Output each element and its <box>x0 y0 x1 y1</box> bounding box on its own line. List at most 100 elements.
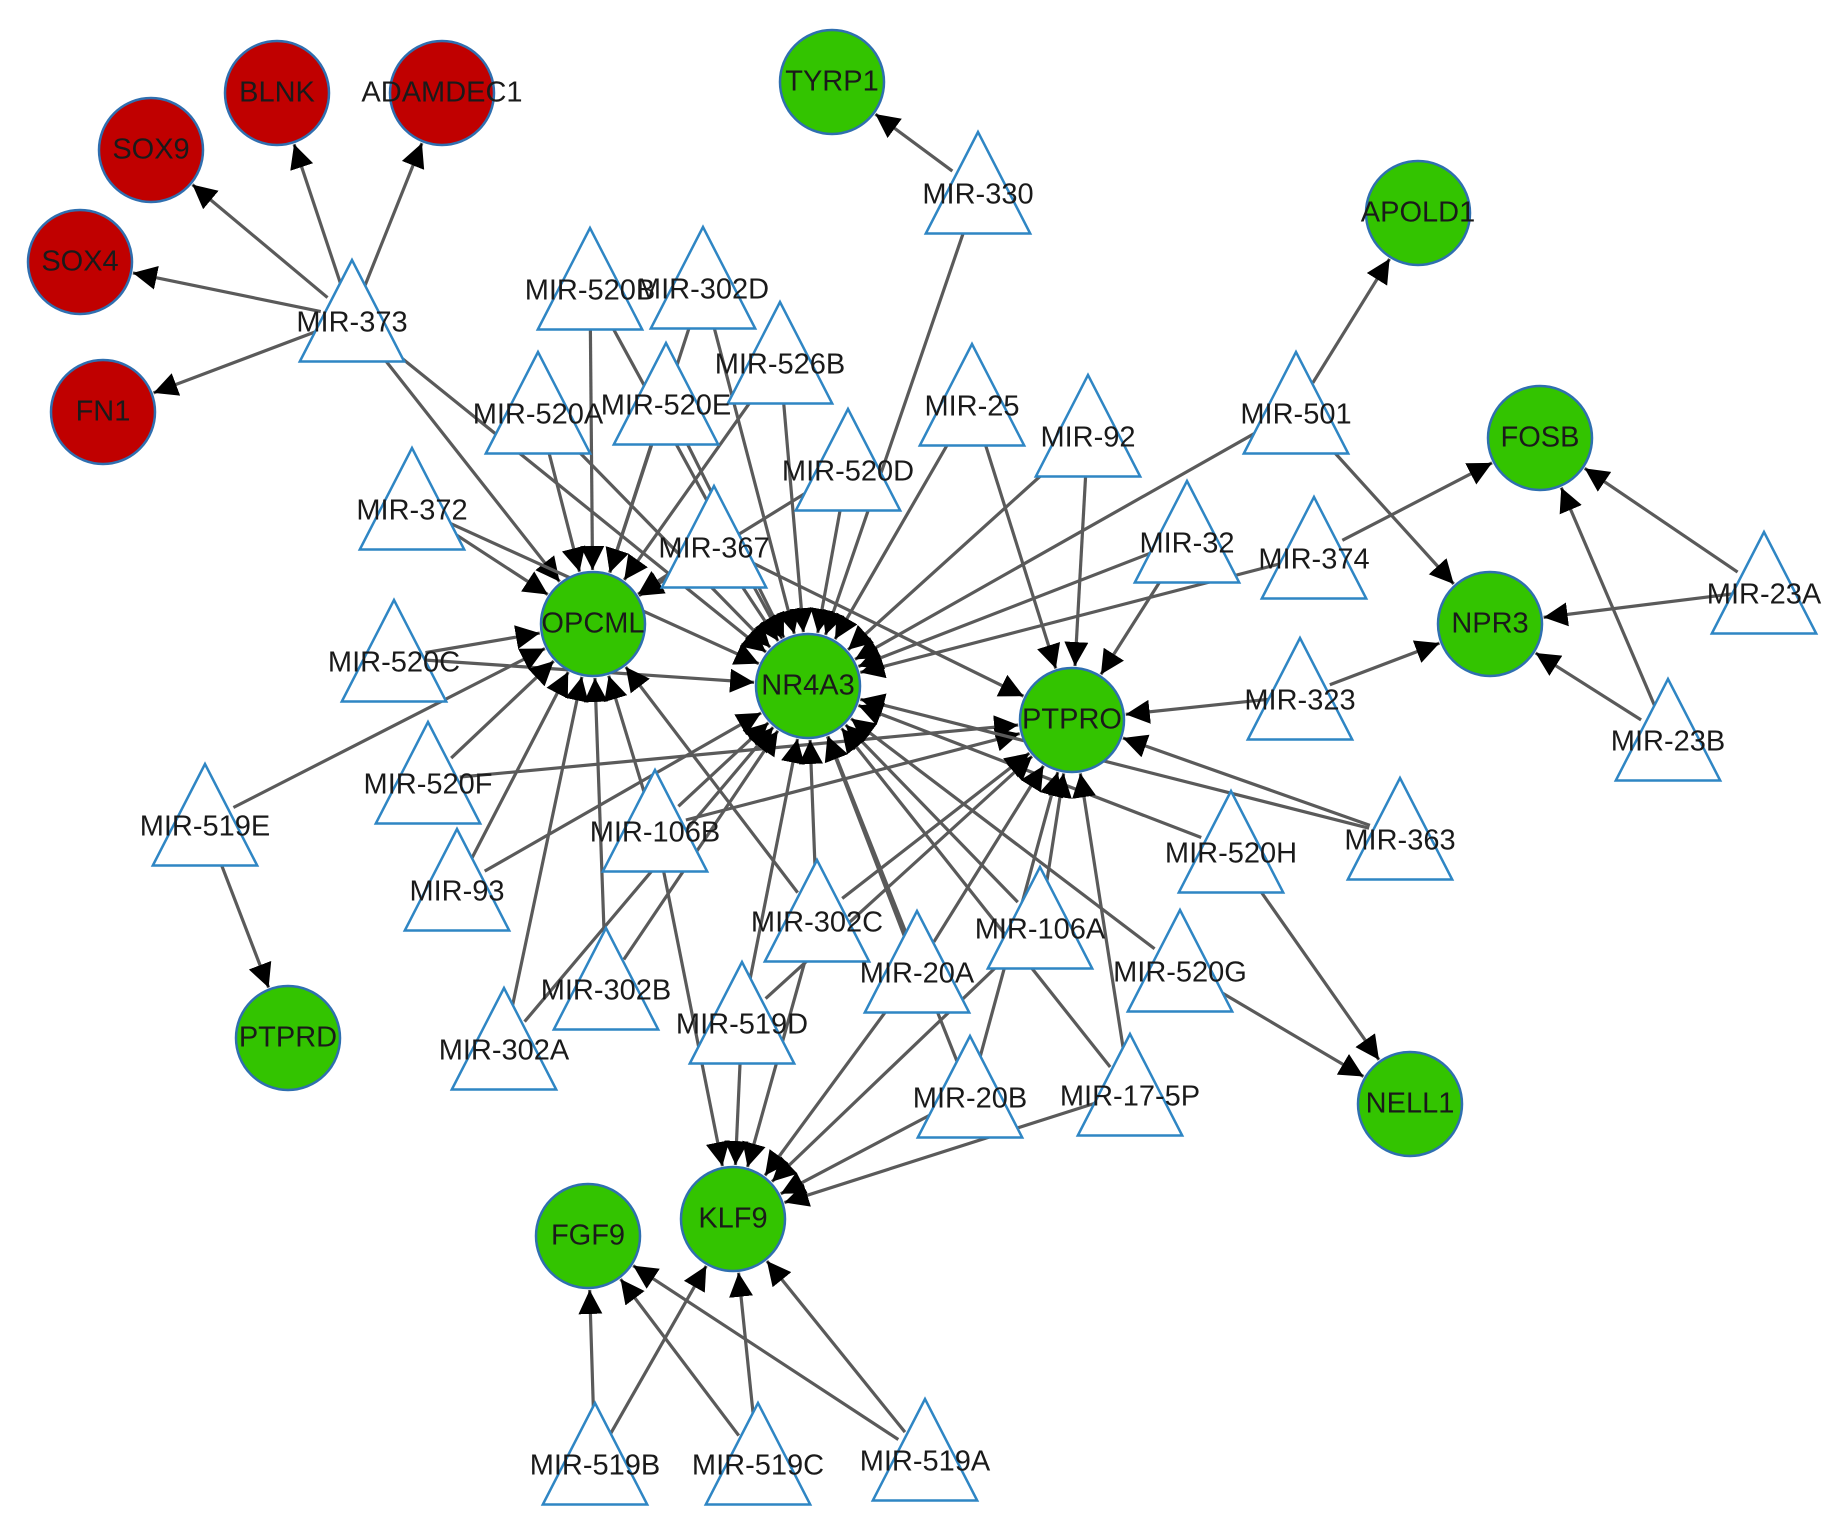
node-label: MIR-25 <box>924 391 1019 423</box>
mirna-node-mir-20a[interactable]: MIR-20A <box>860 908 975 1014</box>
mirna-node-mir-374[interactable]: MIR-374 <box>1258 494 1370 600</box>
node-label: FGF9 <box>551 1220 625 1252</box>
mirna-node-mir-17-5p[interactable]: MIR-17-5P <box>1060 1031 1200 1137</box>
gene-node-sox4[interactable]: SOX4 <box>26 208 134 316</box>
mirna-triangle <box>1245 635 1355 741</box>
gene-node-nr4a3[interactable]: NR4A3 <box>754 632 862 740</box>
edge-mir-520h-to-nell1 <box>1248 874 1381 1061</box>
mirna-node-mir-302b[interactable]: MIR-302B <box>541 925 672 1031</box>
mirna-node-mir-520b[interactable]: MIR-520B <box>525 225 656 331</box>
mirna-triangle <box>687 959 797 1065</box>
mirna-node-mir-520e[interactable]: MIR-520E <box>601 340 732 446</box>
node-label: MIR-106A <box>975 914 1106 946</box>
gene-node-ptpro[interactable]: PTPRO <box>1018 666 1126 774</box>
gene-circle <box>1364 159 1472 267</box>
gene-node-tyrp1[interactable]: TYRP1 <box>778 28 886 136</box>
edge-mir-373-to-sox9 <box>191 183 329 299</box>
edge-mir-520g-to-nell1 <box>1206 982 1365 1078</box>
mirna-node-mir-520a[interactable]: MIR-520A <box>473 349 604 455</box>
gene-node-blnk[interactable]: BLNK <box>223 39 331 147</box>
mirna-node-mir-373[interactable]: MIR-373 <box>296 257 408 363</box>
mirna-triangle <box>762 857 872 963</box>
mirna-node-mir-302c[interactable]: MIR-302C <box>751 857 883 963</box>
node-label: MIR-92 <box>1040 422 1135 454</box>
mirna-node-mir-106a[interactable]: MIR-106A <box>975 864 1106 970</box>
gene-circle <box>754 632 862 740</box>
gene-node-klf9[interactable]: KLF9 <box>679 1165 787 1273</box>
edge-mir-23b-to-npr3 <box>1534 651 1642 722</box>
node-label: MIR-519B <box>530 1450 661 1482</box>
mirna-node-mir-302a[interactable]: MIR-302A <box>439 985 570 1091</box>
mirna-node-mir-25[interactable]: MIR-25 <box>917 341 1027 447</box>
edge-mir-106a-to-nr4a3 <box>844 723 1019 904</box>
edge-mir-520d-to-nr4a3 <box>810 498 844 634</box>
mirna-node-mir-501[interactable]: MIR-501 <box>1240 349 1352 455</box>
mirna-node-mir-520g[interactable]: MIR-520G <box>1113 907 1247 1013</box>
gene-node-adamdec1[interactable]: ADAMDEC1 <box>361 39 523 147</box>
mirna-node-mir-372[interactable]: MIR-372 <box>356 445 468 551</box>
node-label: MIR-526B <box>715 349 846 381</box>
mirna-node-mir-32[interactable]: MIR-32 <box>1132 478 1242 584</box>
mirna-triangle <box>793 406 903 512</box>
mirna-node-mir-520c[interactable]: MIR-520C <box>328 597 460 703</box>
gene-node-opcml[interactable]: OPCML <box>539 570 647 678</box>
mirna-node-mir-526b[interactable]: MIR-526B <box>715 299 846 405</box>
gene-node-sox9[interactable]: SOX9 <box>97 96 205 204</box>
mirna-node-mir-519c[interactable]: MIR-519C <box>692 1400 824 1506</box>
edge-mir-519c-to-fgf9 <box>619 1278 741 1437</box>
mirna-triangle <box>1709 529 1819 635</box>
mirna-node-mir-520d[interactable]: MIR-520D <box>782 406 914 512</box>
mirna-node-mir-330[interactable]: MIR-330 <box>922 129 1034 235</box>
node-label: MIR-367 <box>658 533 769 565</box>
edge-mir-25-to-nr4a3 <box>833 428 958 641</box>
edge-mir-20b-to-klf9 <box>780 1107 943 1196</box>
node-label: MIR-302C <box>751 907 883 939</box>
gene-circle <box>1486 384 1594 492</box>
mirna-node-mir-302d[interactable]: MIR-302D <box>637 224 769 330</box>
mirna-node-mir-23b[interactable]: MIR-23B <box>1611 676 1725 782</box>
mirna-node-mir-519e[interactable]: MIR-519E <box>140 761 271 867</box>
edge-mir-106a-to-klf9 <box>770 945 1019 1183</box>
gene-node-fosb[interactable]: FOSB <box>1486 384 1594 492</box>
mirna-triangle <box>535 225 645 331</box>
gene-circle <box>49 358 157 466</box>
mirna-node-mir-92[interactable]: MIR-92 <box>1033 372 1143 478</box>
mirna-node-mir-93[interactable]: MIR-93 <box>402 826 512 932</box>
edge-mir-520a-to-nr4a3 <box>559 431 772 649</box>
mirna-node-mir-323[interactable]: MIR-323 <box>1244 635 1356 741</box>
gene-circle <box>97 96 205 204</box>
gene-node-ptprd[interactable]: PTPRD <box>234 984 342 1092</box>
mirna-node-mir-519a[interactable]: MIR-519A <box>860 1396 991 1502</box>
edge-mir-302b-to-opcml <box>583 677 608 955</box>
mirna-node-mir-520f[interactable]: MIR-520F <box>364 719 493 825</box>
mirna-triangle <box>923 129 1033 235</box>
edge-mir-323-to-ptpro <box>1125 697 1269 724</box>
node-label: MIR-20B <box>913 1083 1027 1115</box>
mirna-triangle <box>917 341 1027 447</box>
edge-mir-330-to-nr4a3 <box>821 219 970 636</box>
gene-node-nell1[interactable]: NELL1 <box>1356 1050 1464 1158</box>
gene-node-fgf9[interactable]: FGF9 <box>534 1182 642 1290</box>
edge-mir-32-to-nr4a3 <box>857 549 1158 669</box>
mirna-node-mir-520h[interactable]: MIR-520H <box>1165 788 1297 894</box>
edge-mir-302a-to-opcml <box>509 676 589 1016</box>
edge-mir-520b-to-opcml <box>580 317 605 571</box>
mirna-node-mir-23a[interactable]: MIR-23A <box>1707 529 1822 635</box>
node-label: MIR-17-5P <box>1060 1081 1200 1113</box>
gene-node-npr3[interactable]: NPR3 <box>1436 570 1544 678</box>
mirna-node-mir-519b[interactable]: MIR-519B <box>530 1400 661 1506</box>
edge-mir-17-5p-to-klf9 <box>783 1100 1101 1207</box>
gene-node-apold1[interactable]: APOLD1 <box>1361 159 1475 267</box>
gene-node-fn1[interactable]: FN1 <box>49 358 157 466</box>
gene-circle <box>26 208 134 316</box>
mirna-node-mir-519d[interactable]: MIR-519D <box>676 959 808 1065</box>
mirna-node-mir-367[interactable]: MIR-367 <box>658 483 770 589</box>
node-label: MIR-520G <box>1113 957 1247 989</box>
mirna-triangle <box>551 925 661 1031</box>
mirna-node-mir-106b[interactable]: MIR-106B <box>590 767 721 873</box>
mirna-triangle <box>1241 349 1351 455</box>
edge-mir-106b-to-opcml <box>604 675 648 798</box>
mirna-node-mir-20b[interactable]: MIR-20B <box>913 1033 1027 1139</box>
edge-mir-519d-to-klf9 <box>724 1051 749 1166</box>
mirna-node-mir-363[interactable]: MIR-363 <box>1344 775 1456 881</box>
